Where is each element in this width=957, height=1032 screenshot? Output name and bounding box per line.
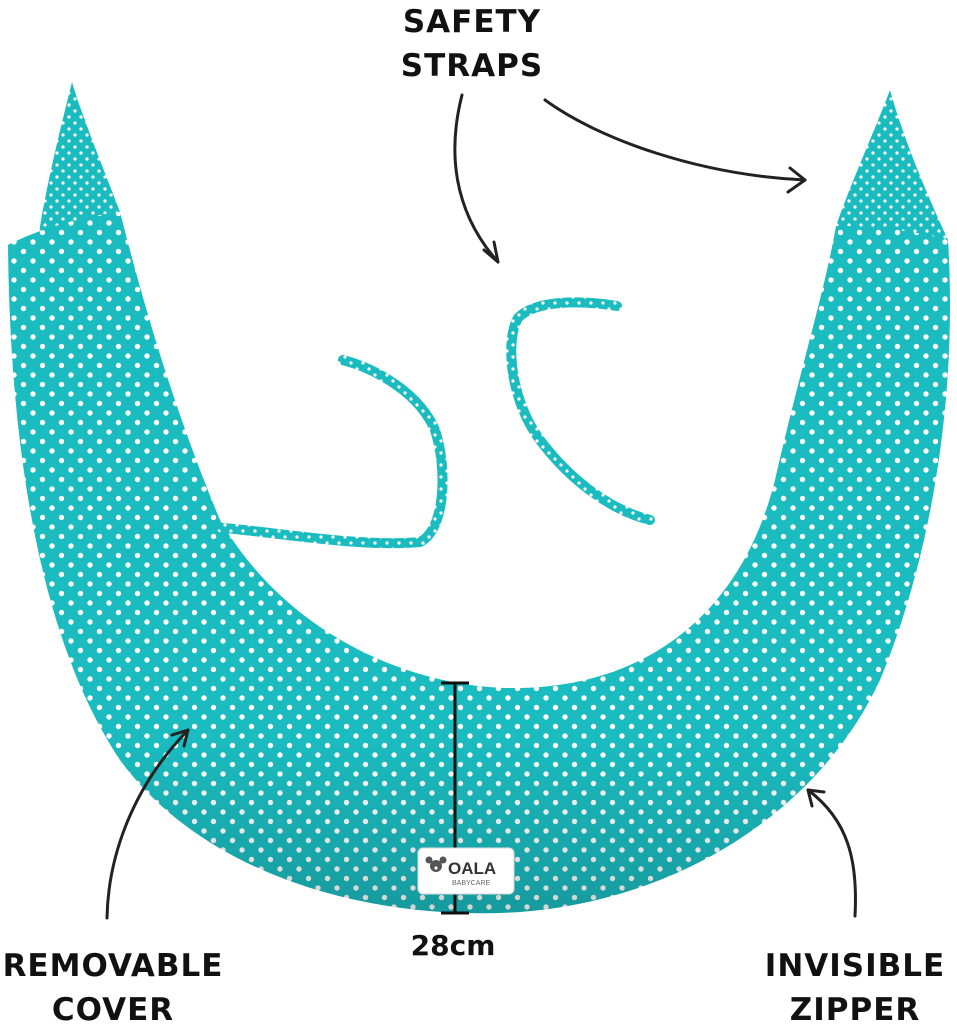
safety-straps-line-2: STRAPS xyxy=(400,48,544,84)
koala-logo-icon xyxy=(425,856,447,872)
arrow-icon xyxy=(543,98,807,182)
brand-sub: BABYCARE xyxy=(452,880,490,887)
arrow-icon xyxy=(170,728,190,748)
invisible-zipper-line-2: ZIPPER xyxy=(789,992,921,1028)
arrow-icon xyxy=(806,788,857,918)
right-safety-strap xyxy=(506,297,655,525)
arrow-icon xyxy=(786,166,807,194)
left-strap-tip xyxy=(38,82,120,240)
removable-cover-label: REMOVABLE COVER xyxy=(0,944,226,1032)
invisible-zipper-label: INVISIBLE ZIPPER xyxy=(762,944,948,1032)
left-safety-strap xyxy=(217,355,448,549)
brand-tag: OALA BABYCARE xyxy=(417,847,515,895)
arrow-icon xyxy=(453,93,500,264)
arrow-icon xyxy=(806,788,826,808)
right-strap-tip xyxy=(836,90,948,240)
invisible-zipper-line-1: INVISIBLE xyxy=(764,948,946,984)
arrow-icon xyxy=(105,728,190,920)
removable-cover-line-2: COVER xyxy=(51,992,175,1028)
safety-straps-label: SAFETY STRAPS xyxy=(372,0,572,88)
arrow-icon xyxy=(482,240,500,264)
safety-straps-line-1: SAFETY xyxy=(402,4,542,40)
measurement-label: 28cm xyxy=(410,929,496,962)
removable-cover-line-1: REMOVABLE xyxy=(2,948,224,984)
brand-name: OALA xyxy=(448,859,496,878)
